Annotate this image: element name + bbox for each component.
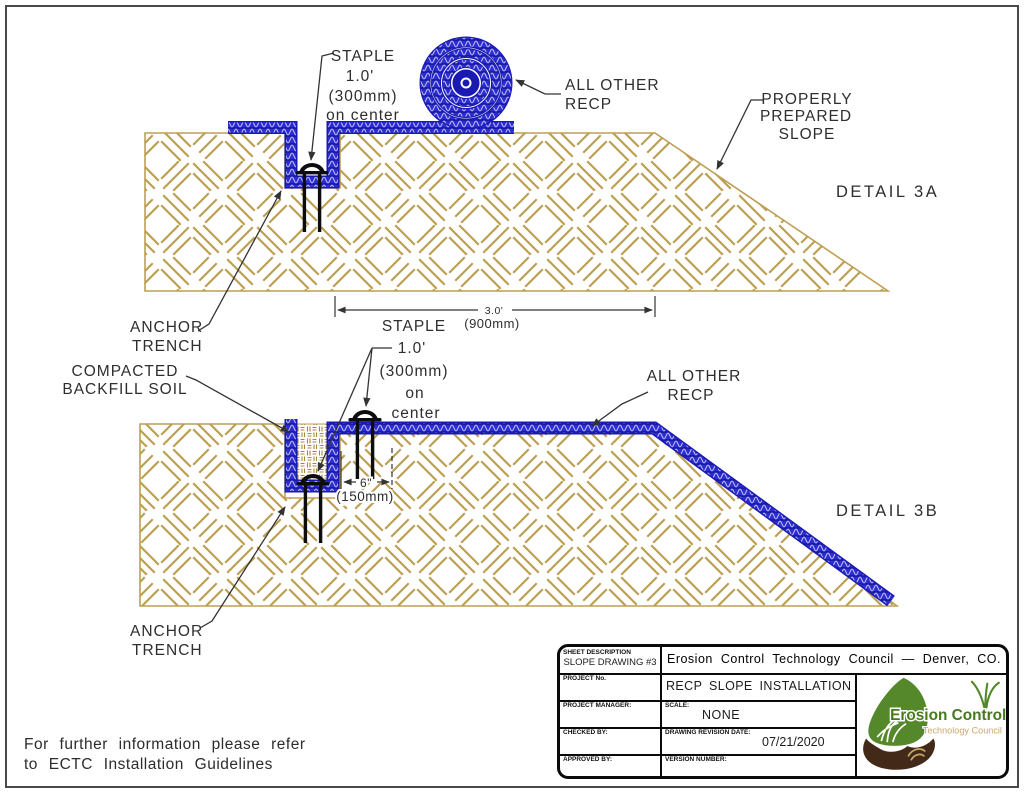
revision-date-value: 07/21/2020 [762, 735, 825, 749]
detail-3a-section: 3.0' (900mm) STAPLE 1.0' (300mm) on cent… [130, 36, 939, 355]
staple-label-3a-line1: STAPLE [331, 48, 395, 65]
staple-label-3b-line2: 1.0' [398, 340, 427, 357]
approved-by-label: APPROVED BY: [563, 756, 612, 763]
logo-soil-hand-icon [863, 738, 935, 770]
prepared-slope-line1: PROPERLY [761, 91, 852, 108]
leader-prepared-slope [716, 99, 764, 170]
detail-3b-title: DETAIL 3B [836, 502, 939, 520]
leader-staple-3a [308, 52, 335, 161]
organization-name: Erosion Control Technology Council — Den… [666, 652, 1002, 666]
logo-wordmark: Erosion Control [890, 707, 1006, 724]
anchor-trench-3a-line2: TRENCH [132, 338, 203, 355]
scale-value: NONE [702, 708, 741, 722]
all-other-recp-3a-line2: RECP [565, 96, 612, 113]
properly-prepared-slope-label: PROPERLY PREPARED SLOPE [760, 91, 852, 143]
all-other-recp-3a-line1: ALL OTHER [565, 77, 660, 94]
dimension-3ft [334, 296, 656, 317]
detail-3a-title: DETAIL 3A [836, 183, 939, 201]
scale-label: SCALE: [665, 702, 690, 709]
slope-soil-3a [144, 132, 891, 292]
project-no-cell: PROJECT No. [560, 673, 660, 700]
dim-3ft-metric: (900mm) [464, 316, 520, 331]
recp-roll [419, 36, 513, 130]
titleblock-divider [560, 700, 857, 702]
titleblock-divider [560, 673, 1006, 675]
logo-leaf-drop-icon [868, 677, 928, 746]
scale-cell: SCALE: NONE [662, 700, 855, 727]
footer-note: For further information please refer to … [24, 735, 306, 775]
staple-label-3a-line4: on center [326, 107, 400, 124]
project-manager-label: PROJECT MANAGER: [563, 702, 632, 709]
compacted-backfill-label: COMPACTED BACKFILL SOIL [62, 363, 187, 398]
project-manager-cell: PROJECT MANAGER: [560, 700, 660, 727]
staple-label-3b-line5: center [391, 405, 440, 422]
logo-grass-sprig-icon [970, 680, 1000, 709]
staple-label-3a: STAPLE 1.0' (300mm) on center [326, 48, 400, 124]
leader-all-other-recp-3b [591, 391, 649, 427]
staple-label-3b-line4: on [405, 385, 424, 402]
revision-date-cell: DRAWING REVISION DATE: 07/21/2020 [662, 727, 855, 754]
dim-6in-metric: (150mm) [336, 489, 394, 504]
all-other-recp-3b-line1: ALL OTHER [647, 368, 742, 385]
titleblock-divider [560, 727, 857, 729]
all-other-recp-label-3a: ALL OTHER RECP [565, 77, 660, 113]
ectc-logo-cell: Erosion Control Technology Council [857, 675, 1006, 776]
logo-hand-curl-icon [907, 748, 926, 761]
prepared-slope-line3: SLOPE [779, 126, 836, 143]
version-number-cell: VERSION NUMBER: [662, 754, 855, 776]
staple-label-3b: STAPLE 1.0' (300mm) on center [379, 318, 448, 422]
footer-note-line2: to ECTC Installation Guidelines [24, 756, 273, 773]
anchor-trench-label-3a: ANCHOR TRENCH [130, 319, 203, 355]
staple-label-3b-line1: STAPLE [382, 318, 446, 335]
ectc-logo: Erosion Control Technology Council [863, 677, 1006, 770]
title-block: SHEET DESCRIPTION SLOPE DRAWING #3 PROJE… [557, 644, 1009, 779]
sheet-description-label: SHEET DESCRIPTION [563, 649, 631, 656]
logo-grass-blades-icon [876, 717, 907, 743]
checked-by-cell: CHECKED BY: [560, 727, 660, 754]
titleblock-divider [660, 647, 662, 776]
footer-note-line1: For further information please refer [24, 736, 306, 753]
all-other-recp-label-3b: ALL OTHER RECP [647, 368, 742, 404]
all-other-recp-3b-line2: RECP [667, 387, 714, 404]
approved-by-cell: APPROVED BY: [560, 754, 660, 776]
dim-3ft-value: 3.0' [485, 305, 504, 317]
anchor-trench-3b-line1: ANCHOR [130, 623, 203, 640]
leader-staple-3b-trench [317, 347, 373, 472]
staple-label-3a-line3: (300mm) [328, 88, 397, 105]
recp-layer-3a [228, 122, 514, 187]
drawing-title: RECP SLOPE INSTALLATION [666, 679, 852, 693]
staple-label-3b-line3: (300mm) [379, 363, 448, 380]
leader-all-other-recp-3a [515, 79, 561, 95]
leader-staple-3b-surface [363, 347, 373, 407]
dimension-6in [340, 448, 393, 489]
detail-3b-section: 6" (150mm) STAPLE 1.0' (300mm) on center… [62, 318, 939, 659]
project-no-label: PROJECT No. [563, 675, 606, 682]
drawing-title-cell: RECP SLOPE INSTALLATION [662, 673, 855, 700]
staple-label-3a-line2: 1.0' [346, 68, 375, 85]
sheet-description-value: SLOPE DRAWING #3 [563, 657, 657, 668]
titleblock-divider [560, 754, 857, 756]
backfill-label-line2: BACKFILL SOIL [62, 381, 187, 398]
leader-anchor-trench-3b [199, 506, 286, 629]
recp-layer-3b [286, 419, 894, 606]
anchor-trench-label-3b: ANCHOR TRENCH [130, 623, 203, 659]
leader-backfill [185, 375, 290, 433]
backfill-label-line1: COMPACTED [72, 363, 179, 380]
anchor-trench-3a-line1: ANCHOR [130, 319, 203, 336]
logo-tagline: Technology Council [923, 726, 1002, 736]
prepared-slope-line2: PREPARED [760, 108, 852, 125]
sheet-description-cell: SHEET DESCRIPTION SLOPE DRAWING #3 [560, 647, 660, 673]
version-number-label: VERSION NUMBER: [665, 756, 727, 763]
revision-date-label: DRAWING REVISION DATE: [665, 729, 751, 736]
checked-by-label: CHECKED BY: [563, 729, 608, 736]
titleblock-divider [855, 673, 857, 776]
leader-anchor-trench-3a [197, 190, 282, 332]
dim-6in-value: 6" [360, 476, 372, 490]
anchor-trench-3b-line2: TRENCH [132, 642, 203, 659]
